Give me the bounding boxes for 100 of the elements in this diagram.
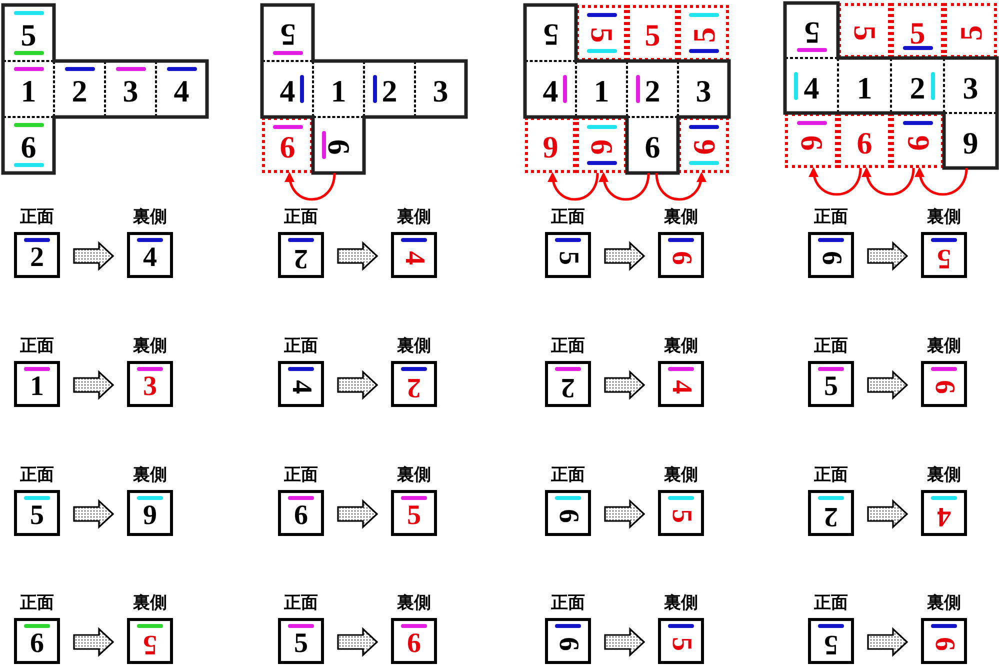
digit: 9	[143, 502, 157, 530]
digit: 1	[330, 76, 346, 106]
net-square	[838, 3, 891, 58]
digit: 2	[910, 72, 926, 103]
face-label: 正面	[814, 208, 848, 225]
digit: 9	[542, 132, 558, 162]
block-arrow	[604, 499, 646, 529]
net-square	[313, 61, 364, 117]
net-square	[105, 61, 156, 117]
face-label: 裏側	[927, 466, 961, 483]
digit: 1	[594, 76, 610, 106]
block-arrow	[73, 627, 114, 657]
digit: 2	[30, 244, 44, 272]
net-square	[364, 61, 415, 117]
digit: 4	[400, 251, 428, 265]
net-square	[891, 113, 944, 168]
block-arrow	[604, 627, 646, 657]
net-square	[785, 113, 838, 168]
digit: 5	[824, 373, 838, 401]
face-label: 正面	[20, 208, 54, 225]
face-label: 裏側	[397, 466, 431, 483]
digit: 1	[20, 76, 36, 106]
digit: 4	[804, 72, 820, 103]
face-label: 裏側	[927, 337, 961, 354]
digit: 5	[644, 20, 660, 50]
face-label: 正面	[551, 466, 585, 483]
digit: 6	[796, 134, 827, 150]
digit: 6	[280, 132, 296, 162]
block-arrow	[867, 627, 908, 657]
digit: 3	[122, 76, 138, 106]
net-square	[678, 5, 729, 61]
face-label: 正面	[20, 594, 54, 611]
net-square	[262, 61, 313, 117]
block-arrow	[604, 241, 646, 271]
face-label: 裏側	[664, 337, 698, 354]
digit: 5	[407, 502, 421, 530]
net-square	[3, 61, 54, 117]
block-arrow	[867, 241, 908, 271]
digit: 9	[962, 127, 978, 158]
face-label: 裏側	[664, 594, 698, 611]
digit: 4	[280, 76, 296, 106]
face-label: 裏側	[133, 337, 167, 354]
face-label: 正面	[284, 466, 318, 483]
net-square	[262, 117, 313, 173]
block-arrow	[73, 370, 114, 400]
digit: 5	[667, 637, 695, 651]
digit: 6	[930, 637, 958, 651]
face-label: 裏側	[397, 337, 431, 354]
digit: 6	[323, 139, 354, 155]
digit: 6	[586, 139, 617, 155]
digit: 3	[143, 373, 157, 401]
net-square	[785, 58, 838, 113]
digit: 2	[382, 76, 398, 106]
digit: 5	[667, 509, 695, 523]
digit: 6	[20, 132, 36, 162]
digit: 5	[937, 244, 951, 272]
face-label: 正面	[551, 208, 585, 225]
net-square	[838, 113, 891, 168]
net-square	[576, 61, 627, 117]
digit: 5	[955, 24, 986, 40]
block-arrow	[73, 499, 114, 529]
net-square	[838, 58, 891, 113]
net-square	[525, 61, 576, 117]
block-arrow	[337, 241, 378, 271]
block-arrow	[867, 499, 908, 529]
digit: 6	[902, 134, 933, 150]
net-square	[54, 61, 105, 117]
curved-arrow	[548, 172, 599, 201]
digit: 6	[30, 630, 44, 658]
curved-arrow	[915, 167, 968, 196]
face-label: 裏側	[664, 466, 698, 483]
face-label: 正面	[551, 594, 585, 611]
digit: 5	[824, 630, 838, 658]
digit: 4	[174, 76, 190, 106]
digit: 2	[72, 76, 88, 106]
face-label: 裏側	[133, 466, 167, 483]
face-label: 裏側	[397, 208, 431, 225]
net-square	[678, 117, 729, 173]
digit: 1	[856, 72, 872, 103]
face-label: 裏側	[397, 594, 431, 611]
face-label: 正面	[814, 337, 848, 354]
digit: 5	[804, 17, 820, 48]
face-label: 正面	[284, 208, 318, 225]
digit: 5	[849, 24, 880, 40]
curved-arrow	[655, 172, 706, 201]
net-square	[627, 5, 678, 61]
digit: 2	[824, 502, 838, 530]
digit: 4	[287, 380, 315, 394]
net-square	[944, 3, 997, 58]
digit: 6	[817, 251, 845, 265]
digit: 5	[910, 17, 926, 48]
digit: 3	[962, 72, 978, 103]
digit: 6	[856, 127, 872, 158]
block-arrow	[337, 370, 378, 400]
net-square	[891, 58, 944, 113]
digit: 5	[554, 251, 582, 265]
digit: 2	[644, 76, 660, 106]
digit: 5	[586, 27, 617, 43]
digit: 6	[554, 509, 582, 523]
curved-arrow	[285, 172, 336, 201]
